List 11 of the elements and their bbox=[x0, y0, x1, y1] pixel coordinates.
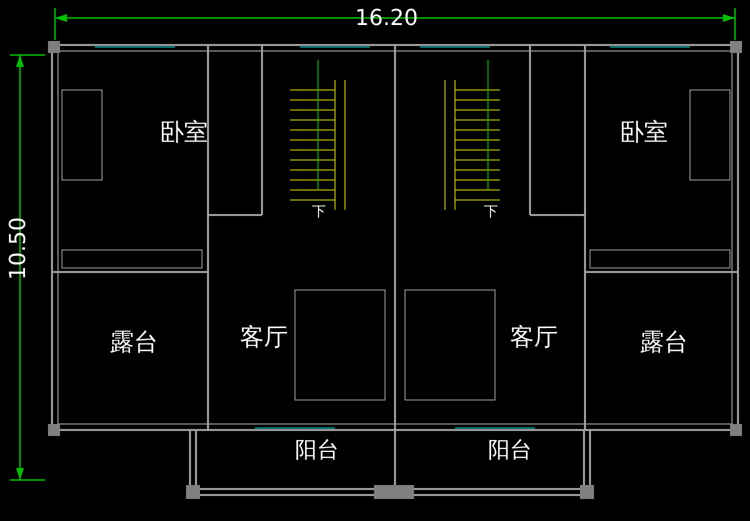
room-label: 阳台 bbox=[488, 440, 532, 462]
stair-label: 下 bbox=[312, 205, 326, 219]
stair-label: 下 bbox=[484, 205, 498, 219]
dimension-text: 10.50 bbox=[8, 217, 30, 280]
room-label: 卧室 bbox=[620, 120, 668, 144]
room-label: 客厅 bbox=[240, 325, 288, 349]
room-label: 露台 bbox=[640, 330, 688, 354]
room-label: 阳台 bbox=[295, 440, 339, 462]
room-label: 露台 bbox=[110, 330, 158, 354]
room-label: 卧室 bbox=[160, 120, 208, 144]
room-label: 客厅 bbox=[510, 325, 558, 349]
